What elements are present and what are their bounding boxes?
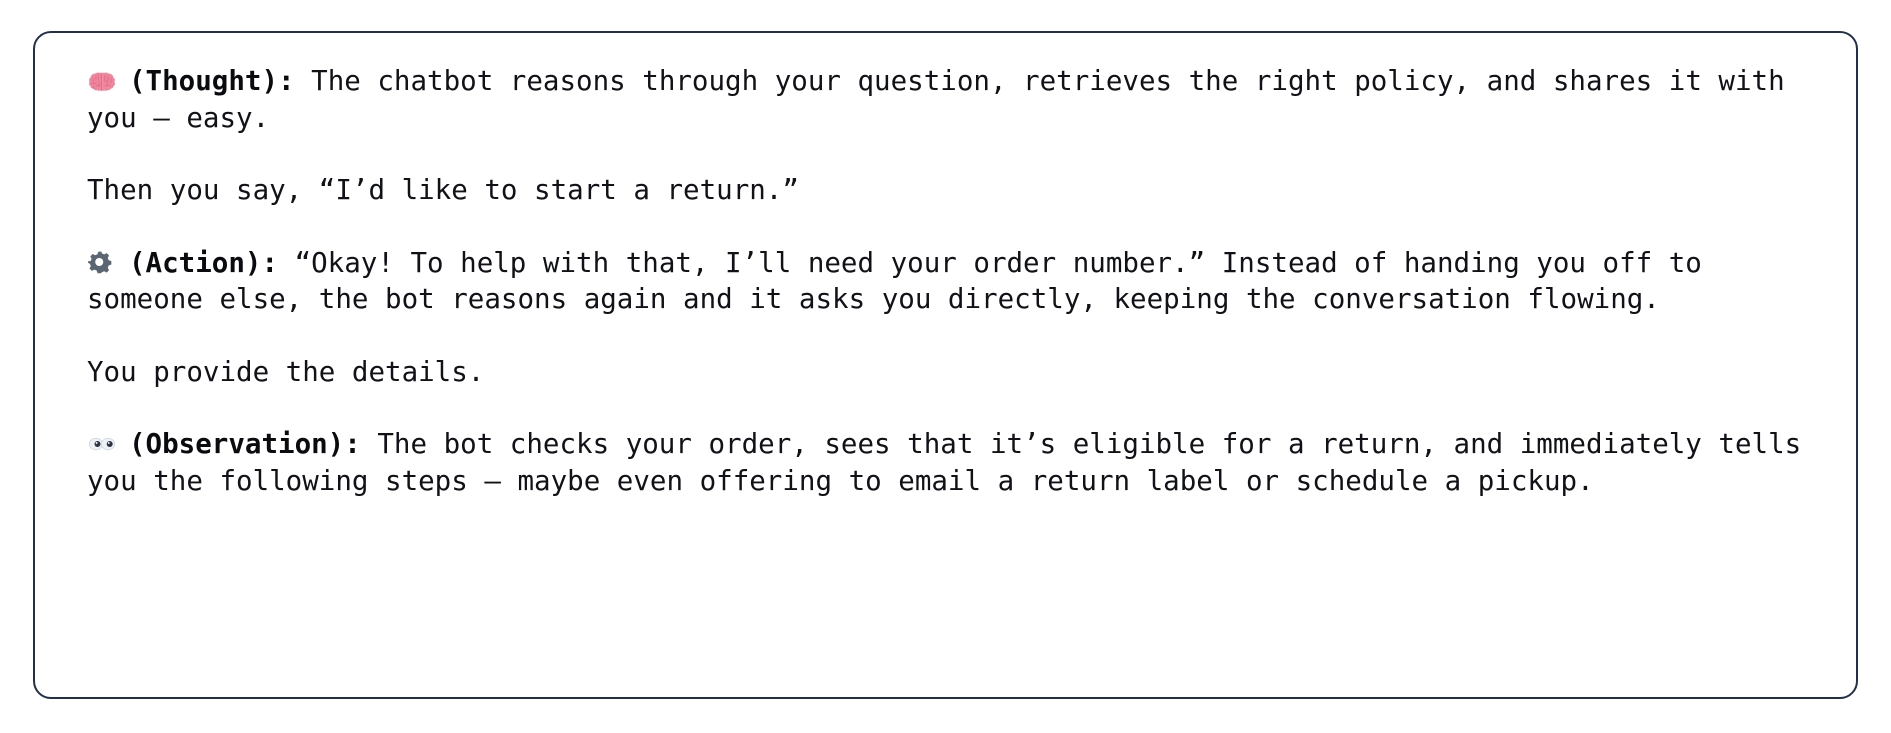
- paragraph-text-user-provides-details: You provide the details.: [87, 355, 485, 388]
- paragraph-text-observation: The bot checks your order, sees that it’…: [87, 428, 1802, 497]
- brain-icon: [87, 66, 117, 96]
- paragraph-user-return-request: Then you say, “I’d like to start a retur…: [87, 172, 1816, 209]
- paragraph-text-action: “Okay! To help with that, I’ll need your…: [87, 246, 1702, 316]
- gear-icon: [87, 248, 117, 278]
- eyes-icon: [87, 429, 117, 459]
- paragraph-thought: (Thought): The chatbot reasons through y…: [87, 63, 1816, 136]
- callout-card: (Thought): The chatbot reasons through y…: [33, 31, 1858, 699]
- paragraph-observation: (Observation): The bot checks your order…: [87, 426, 1816, 499]
- paragraph-text-thought: The chatbot reasons through your questio…: [87, 65, 1785, 134]
- paragraph-label-observation: (Observation):: [129, 428, 361, 460]
- paragraph-label-action: (Action):: [129, 246, 279, 279]
- paragraph-user-provides-details: You provide the details.: [87, 354, 1816, 391]
- paragraph-action: (Action): “Okay! To help with that, I’ll…: [87, 245, 1816, 318]
- paragraph-text-user-return-request: Then you say, “I’d like to start a retur…: [87, 174, 799, 206]
- paragraph-label-thought: (Thought):: [129, 65, 295, 97]
